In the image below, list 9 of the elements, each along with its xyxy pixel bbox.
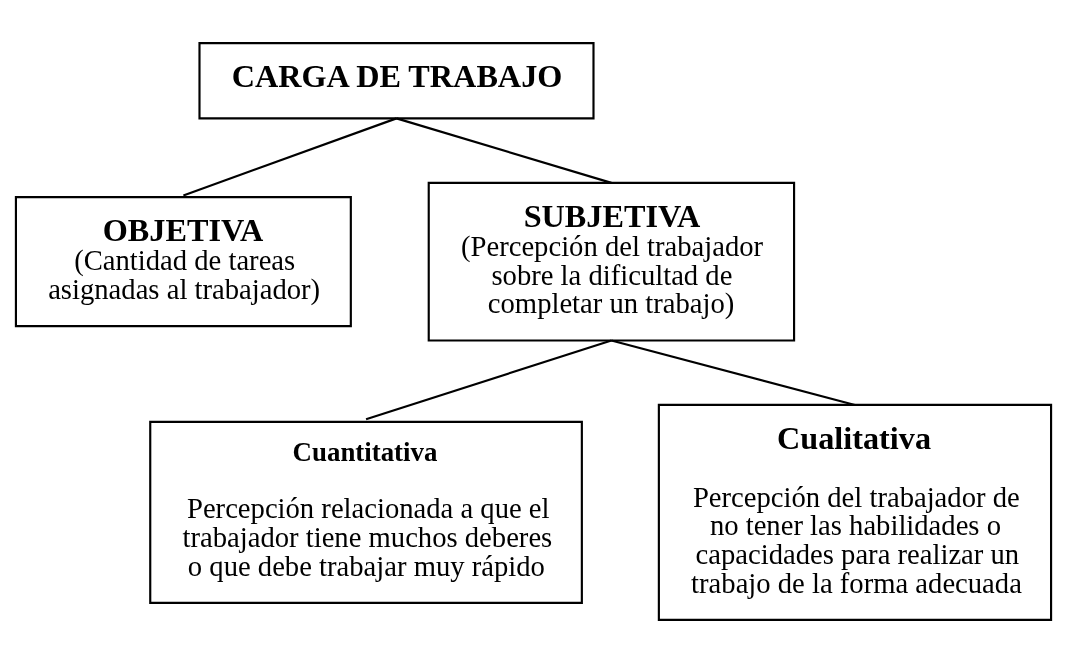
connector [396,116,612,184]
node-box: Cualitativa Percepción del trabajador de no tener las habilidades o capacidades para realizar un trabajo de la forma adecuada [657,403,1053,621]
connector [611,338,856,406]
node-box: Cuantitativa Percepción relacionada a que el trabajador tiene muchos deberes o que debe trabajar muy rápido [149,420,583,604]
node-box: OBJETIVA (Cantidad de tareas asignadas al trabajador) [14,195,352,327]
connector [183,116,397,196]
node-box: CARGA DE TRABAJO [198,41,595,119]
connector [365,338,612,420]
node-box: SUBJETIVA (Percepción del trabajador sobre la dificultad de completar un trabajo) [427,181,796,342]
